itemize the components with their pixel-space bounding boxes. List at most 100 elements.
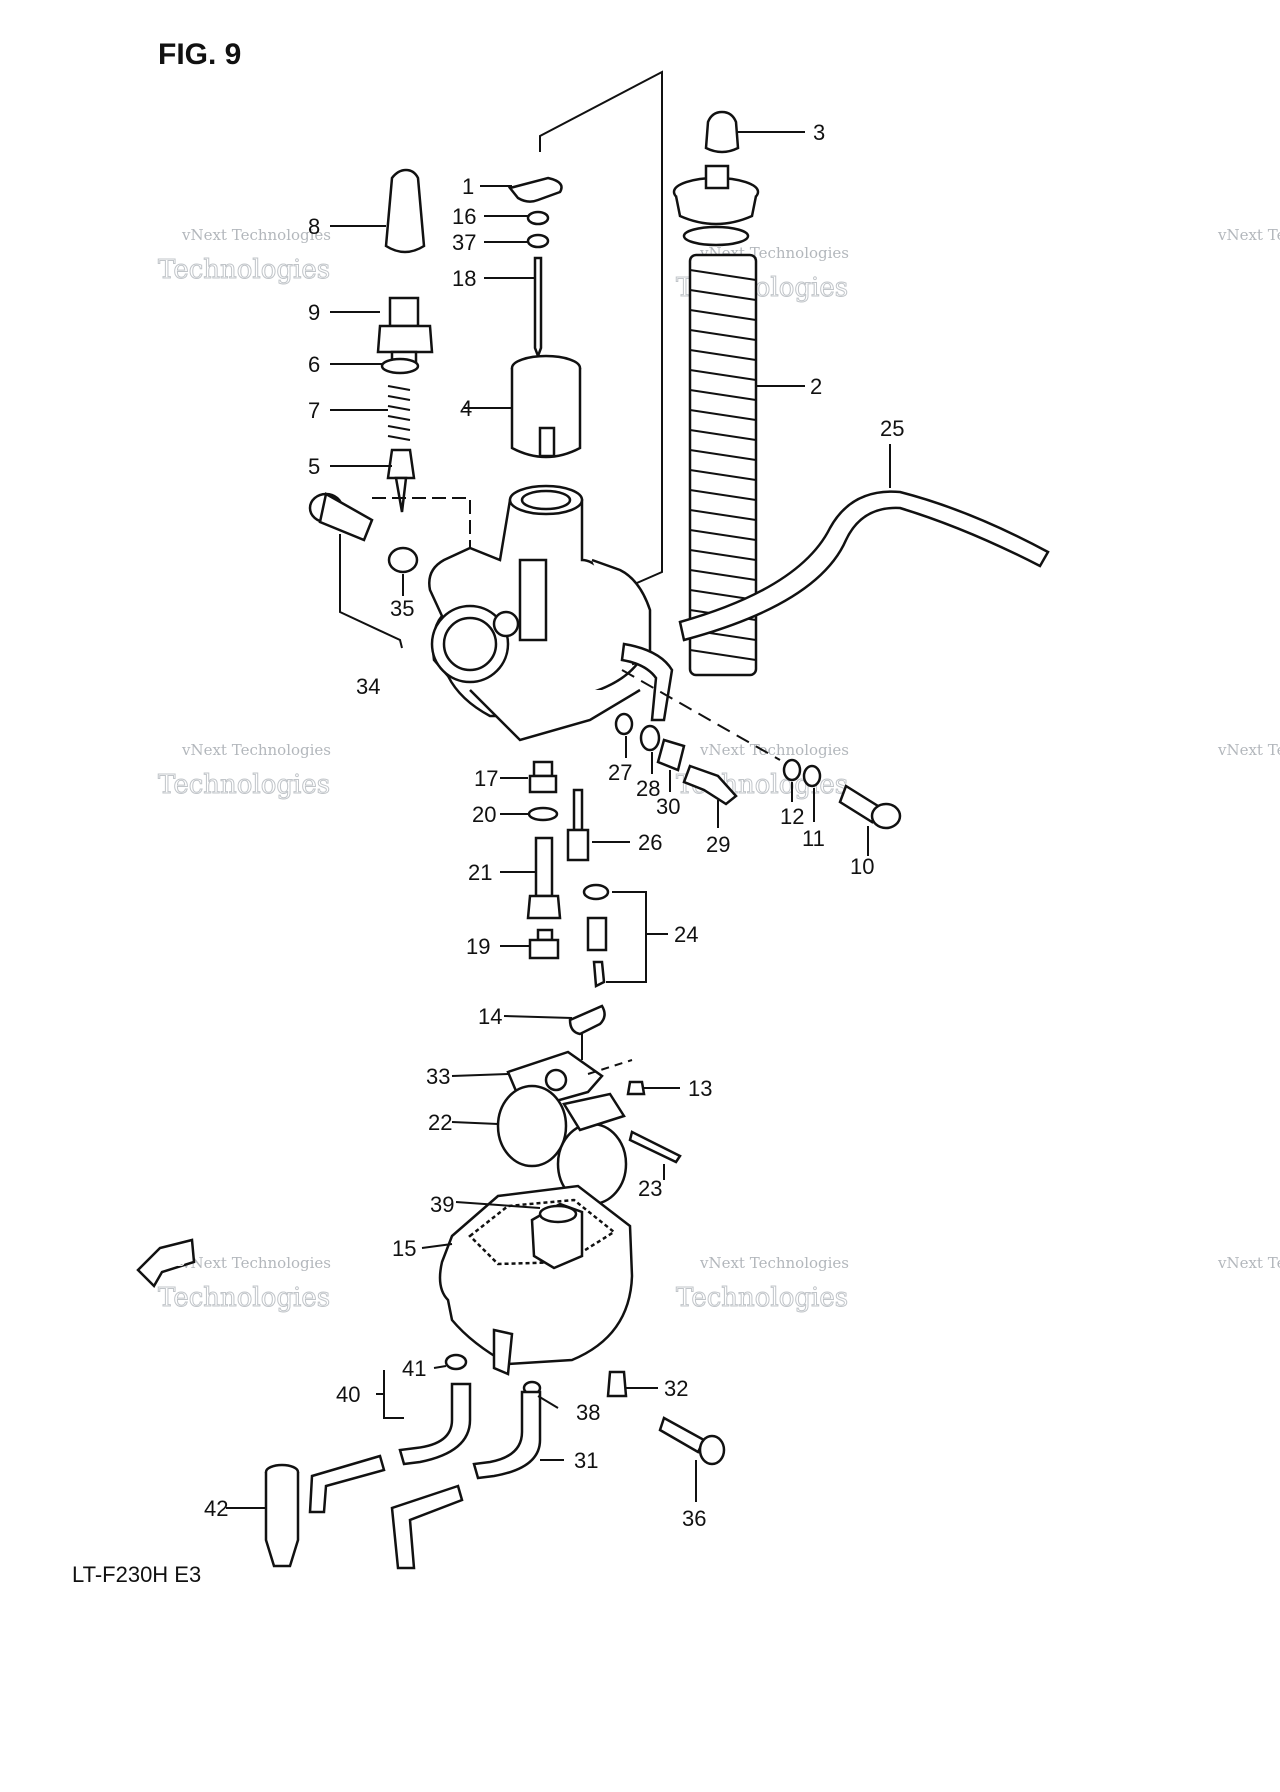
callout-12: 12 bbox=[780, 804, 804, 829]
watermark-text: vNext Technologies bbox=[699, 741, 849, 759]
callout-19: 19 bbox=[466, 934, 490, 959]
part-28-ring bbox=[639, 724, 661, 752]
callout-10: 10 bbox=[850, 854, 874, 879]
part-42-filter bbox=[264, 1463, 300, 1568]
watermark-outline: Technologies bbox=[158, 1283, 330, 1313]
callout-35: 35 bbox=[390, 596, 414, 621]
fwd-label: FWD bbox=[158, 1255, 186, 1269]
part-40-hose-lower bbox=[308, 1454, 386, 1514]
part-36-drain-bolt bbox=[658, 1416, 726, 1466]
part-5-plunger bbox=[386, 448, 416, 513]
callout-24: 24 bbox=[674, 922, 698, 947]
callout-39: 39 bbox=[430, 1192, 454, 1217]
callout-15: 15 bbox=[392, 1236, 416, 1261]
callout-9: 9 bbox=[308, 300, 320, 325]
callout-21: 21 bbox=[468, 860, 492, 885]
screw-alignment-line bbox=[621, 669, 781, 761]
part-16-ring bbox=[526, 210, 550, 226]
part-1-clip bbox=[507, 176, 563, 203]
callout-27: 27 bbox=[608, 760, 632, 785]
watermark-group: vNext Technologies Technologies vNext Te… bbox=[158, 226, 1280, 1314]
callout-16: 16 bbox=[452, 204, 476, 229]
part-26-pilot-jet bbox=[566, 788, 590, 862]
part-9-plunger-nut bbox=[376, 296, 434, 368]
callout-33: 33 bbox=[426, 1064, 450, 1089]
part-8-cap bbox=[384, 168, 426, 254]
part-27-washer bbox=[614, 712, 634, 736]
watermark-text: vNext Technologies bbox=[181, 226, 331, 244]
part-3-cap bbox=[704, 110, 740, 154]
model-code: LT-F230H E3 bbox=[72, 1562, 201, 1587]
callout-1: 1 bbox=[462, 174, 474, 199]
part-21-needle-jet bbox=[526, 836, 562, 920]
part-14-clip bbox=[568, 1004, 606, 1036]
callout-30: 30 bbox=[656, 794, 680, 819]
callout-13: 13 bbox=[688, 1076, 712, 1101]
callout-20: 20 bbox=[472, 802, 496, 827]
leader-34 bbox=[339, 534, 403, 649]
watermark-text: vNext Technologies bbox=[1217, 1254, 1280, 1272]
watermark-text: vNext Technologies bbox=[181, 1254, 331, 1272]
callout-38: 38 bbox=[576, 1400, 600, 1425]
part-23-float-pin bbox=[628, 1130, 682, 1164]
part-34-choke bbox=[308, 492, 374, 542]
part-11-washer bbox=[802, 764, 822, 788]
callout-7: 7 bbox=[308, 398, 320, 423]
leader-24-bracket bbox=[606, 891, 647, 983]
callout-25: 25 bbox=[880, 416, 904, 441]
callout-40: 40 bbox=[336, 1382, 360, 1407]
part-top-cap bbox=[672, 164, 760, 247]
watermark-text: vNext Technologies bbox=[1217, 741, 1280, 759]
part-7-spring bbox=[387, 385, 411, 441]
part-20-ring bbox=[527, 806, 559, 822]
part-40-hose bbox=[398, 1382, 472, 1466]
callout-41: 41 bbox=[402, 1356, 426, 1381]
part-15-float-chamber bbox=[438, 1184, 634, 1376]
part-19-main-jet bbox=[528, 928, 560, 960]
part-37-washer bbox=[526, 233, 550, 249]
part-30-spring bbox=[656, 738, 686, 772]
figure-title: FIG. 9 bbox=[158, 38, 241, 71]
screw-13-alignment-line bbox=[587, 1059, 633, 1075]
part-35-o-ring bbox=[387, 546, 419, 574]
part-39-baffle bbox=[530, 1202, 584, 1270]
part-22-float bbox=[496, 1084, 628, 1206]
part-33-hole bbox=[544, 1068, 568, 1092]
part-41-clip bbox=[444, 1353, 468, 1371]
callout-26: 26 bbox=[638, 830, 662, 855]
watermark-text: vNext Technologies bbox=[1217, 226, 1280, 244]
fwd-arrow: FWD bbox=[136, 1238, 196, 1289]
callout-32: 32 bbox=[664, 1376, 688, 1401]
callout-42: 42 bbox=[204, 1496, 228, 1521]
part-18-jet-needle bbox=[533, 256, 543, 360]
callout-18: 18 bbox=[452, 266, 476, 291]
callout-36: 36 bbox=[682, 1506, 706, 1531]
part-13-screw bbox=[626, 1080, 646, 1096]
watermark-outline: Technologies bbox=[158, 255, 330, 285]
leader-lines bbox=[226, 131, 891, 1509]
part-25-hose bbox=[678, 490, 1050, 642]
part-4-throttle-slide bbox=[510, 354, 582, 459]
callout-29: 29 bbox=[706, 832, 730, 857]
part-17-jet bbox=[528, 760, 558, 794]
watermark-outline: Technologies bbox=[676, 1283, 848, 1313]
callout-3: 3 bbox=[813, 120, 825, 145]
callout-2: 2 bbox=[810, 374, 822, 399]
carburetor-body bbox=[428, 484, 674, 742]
callout-6: 6 bbox=[308, 352, 320, 377]
callout-31: 31 bbox=[574, 1448, 598, 1473]
part-2-spring bbox=[688, 253, 758, 677]
part-10-throttle-stop-screw bbox=[838, 784, 902, 830]
callout-8: 8 bbox=[308, 214, 320, 239]
callout-14: 14 bbox=[478, 1004, 502, 1029]
part-29-pilot-screw bbox=[682, 764, 738, 806]
callout-11: 11 bbox=[802, 826, 825, 851]
callout-22: 22 bbox=[428, 1110, 452, 1135]
callout-28: 28 bbox=[636, 776, 660, 801]
part-24-float-valve bbox=[582, 883, 610, 988]
part-6-ring bbox=[380, 357, 420, 375]
callout-labels: 3 2 1 16 37 18 4 8 9 6 7 5 35 34 25 27 2… bbox=[204, 120, 904, 1531]
watermark-text: vNext Technologies bbox=[181, 741, 331, 759]
part-12-ring bbox=[782, 758, 802, 782]
callout-34: 34 bbox=[356, 674, 380, 699]
